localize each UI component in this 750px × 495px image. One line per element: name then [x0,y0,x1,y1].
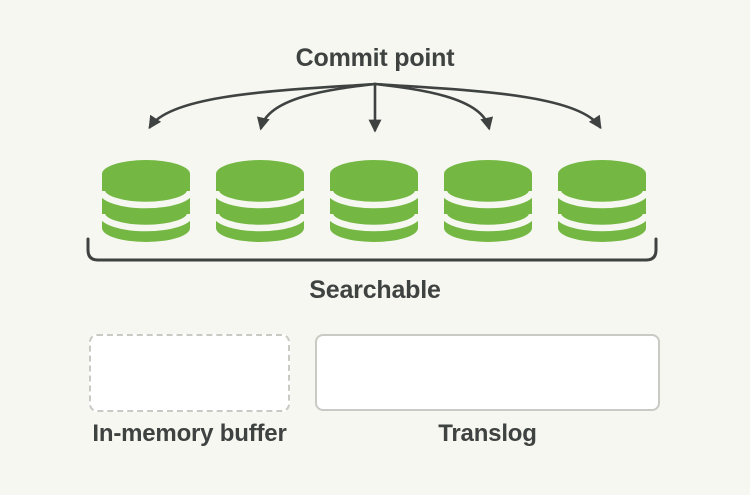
searchable-bracket [86,237,658,262]
commit-point-label: Commit point [295,44,455,72]
translog-label: Translog [438,420,537,447]
database-icon [216,160,304,242]
translog-box [315,334,660,411]
arrow-to-segment-1 [148,82,377,130]
database-icon [330,160,418,242]
database-icon [444,160,532,242]
arrow-to-segment-5 [373,82,602,130]
in-memory-buffer-label: In-memory buffer [92,420,287,447]
database-icon [558,160,646,242]
searchable-label: Searchable [309,276,441,304]
arrow-to-segment-2 [256,82,377,131]
segments-row [102,160,646,242]
database-icon [102,160,190,242]
in-memory-buffer-box [89,334,290,412]
